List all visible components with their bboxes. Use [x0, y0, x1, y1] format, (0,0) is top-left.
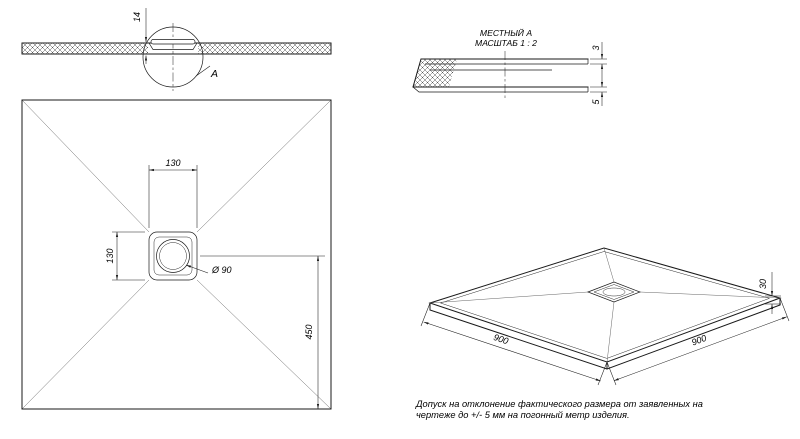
plan-view: 130 130 Ø 90 450 — [21, 99, 332, 410]
drain-inner-square — [153, 236, 193, 276]
plan-dim-center-offset: 450 — [304, 324, 314, 339]
plan-dim-width: 130 — [165, 158, 180, 168]
plan-dim-diameter: Ø 90 — [211, 265, 232, 275]
crease-bottom-left — [21, 279, 150, 410]
detail-callout-circle — [142, 26, 204, 88]
detail-scale: МАСШТАБ 1 : 2 — [475, 38, 537, 48]
detail-title: МЕСТНЫЙ А — [480, 27, 532, 38]
crease-top-left — [21, 99, 150, 233]
dim-900-left: 900 — [420, 302, 608, 386]
detail-lower-edge — [412, 86, 588, 93]
drain-outer-iso — [587, 281, 641, 303]
dim-30: 30 — [758, 272, 781, 314]
iso-dim-width: 900 — [492, 332, 509, 346]
drain-recess-section — [148, 42, 198, 50]
detail-hatch — [413, 59, 457, 87]
dim-diameter: Ø 90 — [185, 264, 232, 275]
section-hatch-right — [198, 43, 331, 54]
plan-dim-height: 130 — [105, 248, 115, 263]
drain-circle-iso — [602, 287, 626, 297]
detail-callout-label: A — [210, 68, 218, 80]
note-line-1: Допуск на отклонение фактического размер… — [415, 399, 703, 409]
iso-dim-depth: 900 — [690, 333, 708, 348]
detail-top-edge — [412, 58, 589, 88]
tolerance-note: Допуск на отклонение фактического размер… — [415, 399, 703, 420]
drain-circle-outer — [156, 239, 190, 273]
section-thickness-dim: 14 — [132, 12, 142, 22]
dim-130-horizontal: 130 — [148, 158, 198, 228]
detail-dim-3: 3 — [591, 45, 601, 50]
detail-dim-5: 5 — [591, 99, 601, 105]
drain-inner-iso — [593, 284, 635, 300]
tray-outline-plan — [21, 99, 332, 410]
note-line-2: чертеже до +/- 5 мм на погонный метр изд… — [416, 410, 630, 420]
dim-900-right: 900 — [606, 297, 790, 386]
iso-view: 900 900 30 — [420, 247, 790, 386]
tray-top-face — [428, 247, 782, 363]
drain-cover-section — [150, 39, 196, 45]
drain-circle-inner — [159, 242, 187, 270]
detail-callout-leader — [195, 65, 211, 77]
section-view: A 14 — [21, 8, 332, 91]
dim-130-vertical: 130 — [105, 231, 145, 281]
dim-14: 14 — [132, 8, 148, 64]
crease-top-right — [196, 99, 332, 233]
drain-outer-square — [148, 231, 198, 281]
dim-450: 450 — [200, 255, 325, 409]
section-hatch-left — [22, 43, 148, 54]
iso-dim-height: 30 — [758, 279, 768, 289]
dim-3: 3 — [590, 42, 607, 76]
crease-bottom-right — [196, 279, 332, 410]
dim-5: 5 — [590, 76, 607, 106]
detail-a-view: МЕСТНЫЙ А МАСШТАБ 1 : 2 3 5 — [412, 27, 607, 106]
